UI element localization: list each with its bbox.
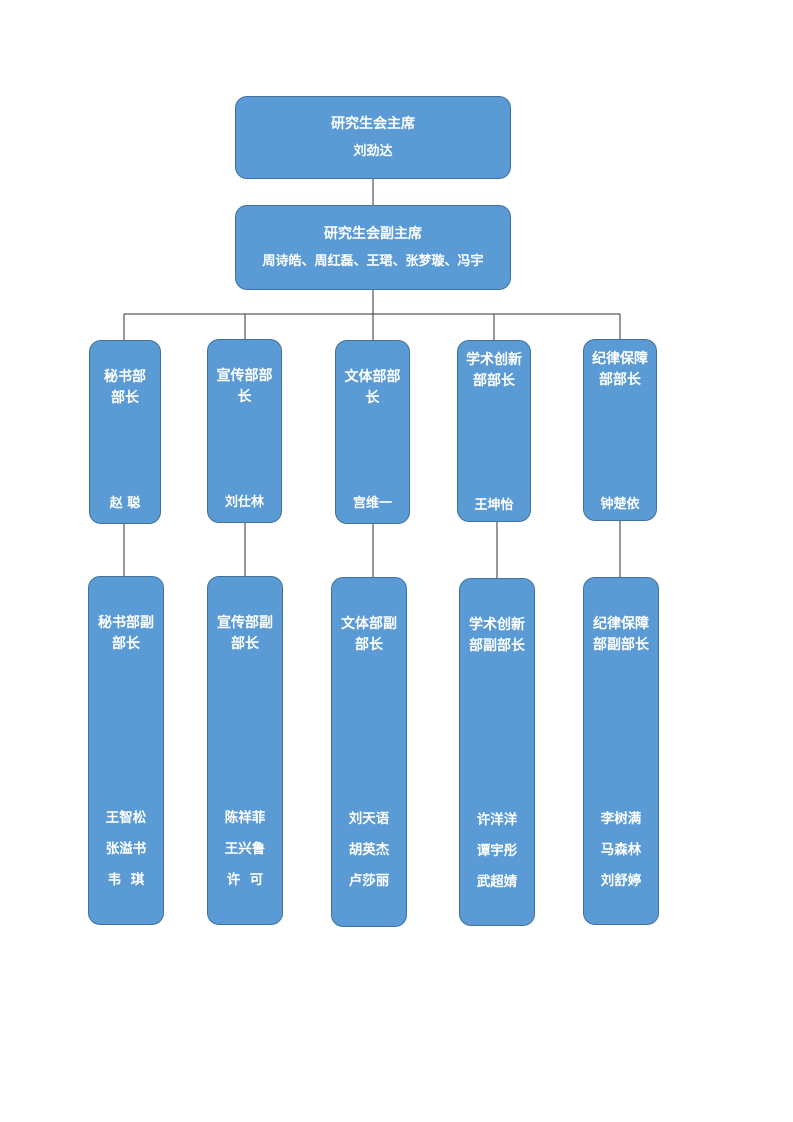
deputy-name: 武超婧 [476,874,518,890]
chairman-box: 研究生会主席 刘劲达 [235,96,511,179]
dept-head-title: 纪律保障部部长 [592,351,648,388]
vice-chairman-names: 周诗皓、周红磊、王珺、张梦璇、冯宇 [262,253,484,269]
dept-head-title: 宣传部部长 [216,368,273,405]
dept-head-box-academic-innovation: 学术创新部部长 王坤怡 [457,340,531,522]
dept-head-name: 钟楚依 [600,497,640,512]
chairman-name: 刘劲达 [353,143,393,159]
dept-head-box-culture-sports: 文体部部长 宫维一 [335,340,410,524]
deputy-name: 刘舒婷 [600,873,642,889]
dept-deputy-box-discipline: 纪律保障部副部长 李树满 马森林 刘舒婷 [583,577,659,925]
chairman-title: 研究生会主席 [331,115,415,132]
dept-deputy-box-culture-sports: 文体部副部长 刘天语 胡英杰 卢莎丽 [331,577,407,927]
deputy-name: 李树满 [600,811,642,827]
deputy-name-list: 许洋洋 谭宇彤 武超婧 [460,805,534,898]
dept-deputy-box-academic-innovation: 学术创新部副部长 许洋洋 谭宇彤 武超婧 [459,578,535,926]
dept-head-name: 刘仕林 [224,495,264,510]
dept-head-box-publicity: 宣传部部长 刘仕林 [207,339,282,523]
deputy-name: 马森林 [600,842,642,858]
dept-head-name: 赵 聪 [109,496,141,511]
deputy-name: 许 可 [226,872,264,888]
deputy-name: 王智松 [105,810,147,826]
deputy-name: 刘天语 [348,811,390,827]
deputy-name-list: 李树满 马森林 刘舒婷 [584,804,658,897]
deputy-name: 张溢书 [105,841,147,857]
dept-head-name: 宫维一 [352,496,392,511]
dept-deputy-title: 文体部副部长 [341,616,397,653]
dept-head-box-secretariat: 秘书部部长 赵 聪 [89,340,161,524]
dept-head-title: 文体部部长 [344,369,401,406]
vice-chairman-box: 研究生会副主席 周诗皓、周红磊、王珺、张梦璇、冯宇 [235,205,511,290]
dept-deputy-title: 秘书部副部长 [98,615,154,652]
deputy-name: 韦 琪 [107,872,145,888]
dept-deputy-title: 宣传部副部长 [217,615,273,652]
dept-deputy-box-publicity: 宣传部副部长 陈祥菲 王兴鲁 许 可 [207,576,283,925]
dept-head-box-discipline: 纪律保障部部长 钟楚依 [583,339,657,521]
dept-head-name: 王坤怡 [474,498,514,513]
dept-deputy-title: 学术创新部副部长 [469,617,525,654]
dept-deputy-title: 纪律保障部副部长 [593,616,649,653]
deputy-name: 卢莎丽 [348,873,390,889]
deputy-name-list: 陈祥菲 王兴鲁 许 可 [208,803,282,896]
deputy-name: 王兴鲁 [224,841,266,857]
dept-head-title: 学术创新部部长 [466,352,522,389]
deputy-name: 胡英杰 [348,842,390,858]
deputy-name: 谭宇彤 [476,843,518,859]
deputy-name-list: 刘天语 胡英杰 卢莎丽 [332,804,406,897]
deputy-name: 陈祥菲 [224,810,266,826]
deputy-name-list: 王智松 张溢书 韦 琪 [89,803,163,896]
vice-chairman-title: 研究生会副主席 [324,225,422,242]
deputy-name: 许洋洋 [476,812,518,828]
dept-deputy-box-secretariat: 秘书部副部长 王智松 张溢书 韦 琪 [88,576,164,925]
dept-head-title: 秘书部部长 [104,369,146,406]
